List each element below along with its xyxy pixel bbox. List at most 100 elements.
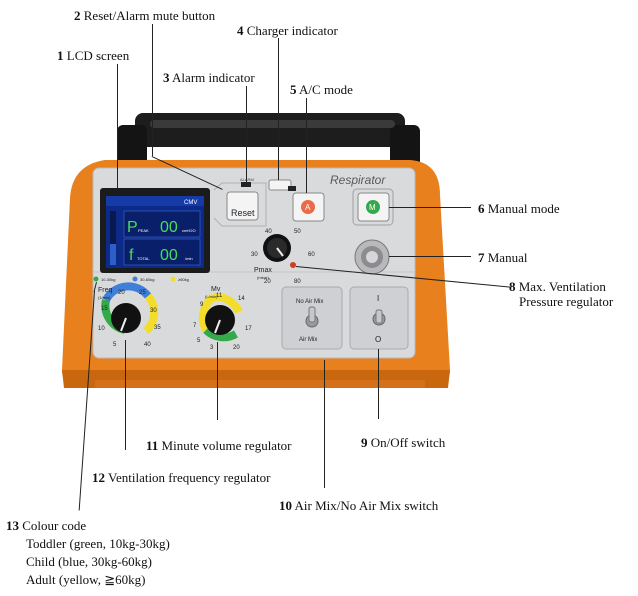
legend-dot-green <box>93 276 99 282</box>
callout-3: 3 Alarm indicator <box>163 70 255 85</box>
callout-number: 11 <box>146 438 159 453</box>
mv-tick: 17 <box>245 326 252 332</box>
pmax-tick: 40 <box>265 229 272 235</box>
callout-text: Charger indicator <box>246 23 338 38</box>
freq-tick: 25 <box>139 290 146 296</box>
manual-mode-letter: M <box>369 203 376 212</box>
callout-number: 8 <box>509 279 516 294</box>
mv-tick: 9 <box>200 302 204 308</box>
legend-dot-blue <box>132 276 138 282</box>
airmix-bottom-label: Air Mix <box>299 337 317 343</box>
freq-tick: 20 <box>118 290 125 296</box>
screen-p-label: P <box>127 219 138 236</box>
onoff-off-label: O <box>375 335 381 344</box>
mv-tick: 7 <box>193 323 197 329</box>
mv-title: Mv <box>211 286 221 293</box>
manual-button-graphic <box>354 239 390 275</box>
leader-line-2 <box>152 24 153 156</box>
callout-number: 4 <box>237 23 244 38</box>
callout-text: On/Off switch <box>370 435 446 450</box>
freq-tick: 35 <box>154 325 161 331</box>
pmax-dial-graphic <box>263 234 296 268</box>
callout-number: 10 <box>279 498 292 513</box>
airmix-top-label: No Air Mix <box>296 299 323 305</box>
pmax-unit: (mbar) <box>257 275 269 280</box>
callout-number: 2 <box>74 8 81 23</box>
brand-label: Respirator <box>330 173 386 187</box>
callout-number: 12 <box>92 470 105 485</box>
callout-text-line2: Pressure regulator <box>519 294 614 309</box>
mv-tick: 20 <box>233 345 240 351</box>
pmax-tick: 60 <box>308 252 315 258</box>
colour-code-toddler: Toddler (green, 10kg-30kg) <box>26 536 170 551</box>
callout-text: Max. Ventilation <box>518 279 606 294</box>
onoff-on-label: I <box>377 294 379 303</box>
freq-tick: 15 <box>101 306 108 312</box>
callout-9: 9 On/Off switch <box>361 435 445 450</box>
mv-dial-graphic <box>198 292 243 342</box>
lcd-screen <box>100 188 210 273</box>
callout-6: 6 Manual mode <box>478 201 560 216</box>
callout-12: 12 Ventilation frequency regulator <box>92 470 270 485</box>
leader-line-6 <box>389 207 471 208</box>
leader-line-7 <box>389 256 471 257</box>
freq-tick: 5 <box>113 342 117 348</box>
callout-text: LCD screen <box>66 48 130 63</box>
freq-tick: 40 <box>144 342 151 348</box>
freq-unit: (1/min) <box>98 295 111 300</box>
callout-11: 11 Minute volume regulator <box>146 438 292 453</box>
screen-f-unit: /min <box>185 256 193 261</box>
callout-7: 7 Manual <box>478 250 527 265</box>
pmax-tick: 20 <box>264 279 271 285</box>
reset-button-label: Reset <box>231 208 255 218</box>
leader-line-11 <box>217 342 218 420</box>
weight-legend-1: 10-30kg <box>101 277 115 282</box>
pmax-title: Pmax <box>254 267 272 274</box>
leader-line-1 <box>117 64 118 188</box>
callout-1: 1 LCD screen <box>57 48 129 63</box>
callout-number: 5 <box>290 82 297 97</box>
leader-line-5 <box>306 98 307 193</box>
onoff-toggle-graphic <box>372 309 386 326</box>
screen-p-value: 00 <box>160 219 178 236</box>
callout-text: Ventilation frequency regulator <box>108 470 271 485</box>
callout-2: 2 Reset/Alarm mute button <box>74 8 215 23</box>
screen-f-value: 00 <box>160 247 178 264</box>
mv-tick: 14 <box>238 296 245 302</box>
callout-number: 9 <box>361 435 368 450</box>
mv-tick: 5 <box>197 338 201 344</box>
callout-5: 5 A/C mode <box>290 82 353 97</box>
leader-line-12 <box>125 340 126 450</box>
callout-text: Manual <box>487 250 528 265</box>
callout-text: Manual mode <box>487 201 560 216</box>
callout-8: 8 Max. Ventilation Pressure regulator <box>509 279 613 309</box>
pmax-tick: 30 <box>251 252 258 258</box>
leader-line-10 <box>324 360 325 488</box>
legend-dot-yellow <box>170 276 176 282</box>
leader-line-3 <box>246 86 247 182</box>
mv-tick: 3 <box>210 345 214 351</box>
colour-code-adult: Adult (yellow, ≧60kg) <box>26 572 146 587</box>
button-cluster <box>213 179 394 227</box>
callout-4: 4 Charger indicator <box>237 23 338 38</box>
screen-f-label: f <box>129 247 134 264</box>
leader-line-9 <box>378 349 379 419</box>
callout-13: 13 Colour code <box>6 518 86 533</box>
weight-legend-3: ≥60kg <box>178 277 189 282</box>
ac-mode-letter: A <box>305 203 311 212</box>
callout-number: 7 <box>478 250 485 265</box>
screen-p-sub: PEAK <box>138 228 149 233</box>
screen-f-sub: TOTAL <box>137 256 150 261</box>
pmax-tick: 50 <box>294 229 301 235</box>
freq-title: Freq <box>98 287 113 294</box>
screen-p-unit: cmH2O <box>182 228 196 233</box>
callout-number: 13 <box>6 518 19 533</box>
mv-tick: 11 <box>216 293 223 299</box>
freq-tick: 30 <box>150 308 157 314</box>
callout-text: Alarm indicator <box>172 70 255 85</box>
callout-number: 1 <box>57 48 64 63</box>
callout-text: A/C mode <box>299 82 353 97</box>
leader-line-4 <box>278 38 279 180</box>
callout-text: Air Mix/No Air Mix switch <box>294 498 439 513</box>
callout-text: Colour code <box>22 518 87 533</box>
